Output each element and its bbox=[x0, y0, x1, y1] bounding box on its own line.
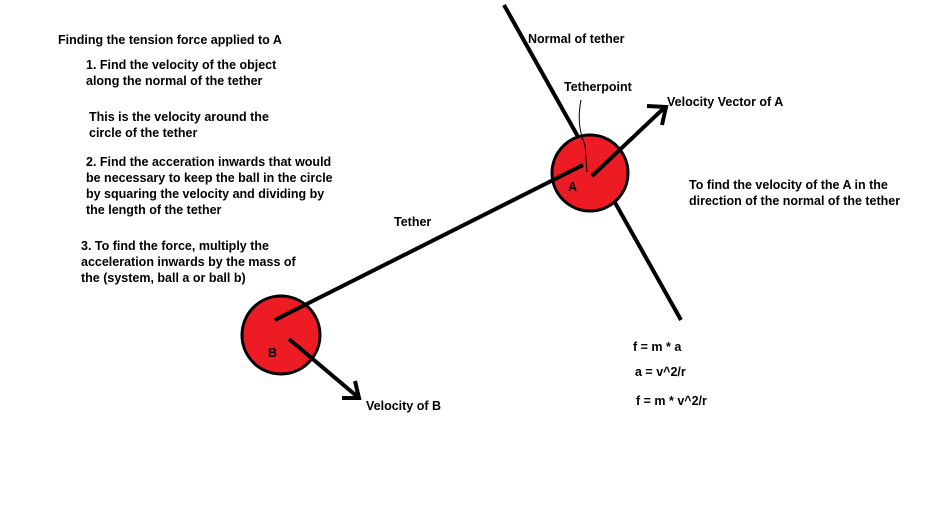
tetherpoint-label: Tetherpoint bbox=[564, 80, 632, 94]
normal-of-tether-label: Normal of tether bbox=[528, 32, 625, 46]
velocity-b-arrowhead bbox=[342, 380, 362, 400]
velocity-b-arrow-shaft bbox=[287, 337, 361, 400]
diagram-title: Finding the tension force applied to A bbox=[58, 33, 282, 47]
tetherpoint-pointer bbox=[578, 99, 588, 173]
ball-a-circle bbox=[550, 133, 630, 213]
step-1: 1. Find the velocity of the object along… bbox=[86, 58, 277, 88]
formula-1: f = m * a bbox=[633, 340, 682, 354]
ball-a-label: A bbox=[568, 180, 578, 194]
tether-line bbox=[274, 163, 584, 322]
ball-b-circle bbox=[240, 294, 322, 376]
ball-b-label: B bbox=[268, 346, 278, 360]
velocity-a-arrow-shaft bbox=[590, 106, 666, 178]
side-note: To find the velocity of the A in the dir… bbox=[689, 178, 901, 208]
formula-2: a = v^2/r bbox=[635, 365, 686, 379]
tether-label: Tether bbox=[394, 215, 432, 229]
velocity-of-b-label: Velocity of B bbox=[366, 399, 442, 413]
velocity-vector-a-label: Velocity Vector of A bbox=[667, 95, 784, 109]
step-2: 2. Find the acceration inwards that woul… bbox=[86, 155, 333, 217]
velocity-a-arrowhead bbox=[646, 104, 669, 126]
formula-3: f = m * v^2/r bbox=[636, 394, 707, 408]
step-3: 3. To find the force, multiply the accel… bbox=[81, 239, 296, 285]
step-1-note: This is the velocity around the circle o… bbox=[89, 110, 269, 140]
